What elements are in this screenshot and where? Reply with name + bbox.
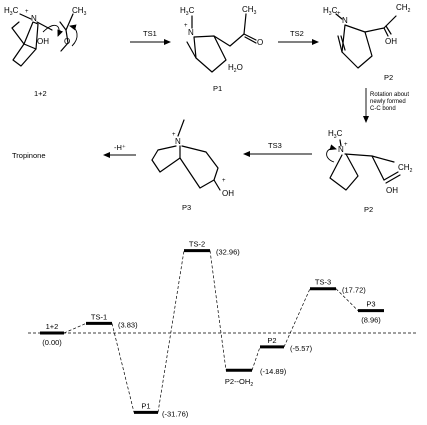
svg-text:CH2: CH2	[398, 163, 413, 174]
reactant-label: 1+2	[34, 89, 47, 98]
svg-text:OH: OH	[37, 37, 49, 46]
connector-2	[111, 323, 135, 413]
svg-text:-H⁺: -H⁺	[114, 143, 126, 152]
svg-text:OH: OH	[386, 186, 398, 195]
svg-text:N: N	[31, 14, 37, 23]
ts1-arrow: TS1	[130, 29, 171, 45]
state-name-p1: P1	[141, 401, 150, 410]
p2-rotated-label: P2	[364, 205, 373, 214]
svg-text:H3C: H3C	[328, 129, 343, 140]
p2-label: P2	[384, 73, 393, 82]
svg-text:+: +	[25, 9, 29, 15]
svg-text:N: N	[342, 16, 348, 25]
svg-text:H3C: H3C	[323, 6, 338, 17]
energy-diagram: 1+2 (0.00) TS-1 (3.83) P1 (-31.76) TS-2 (32.96)…	[28, 240, 418, 418]
svg-text:TS3: TS3	[268, 141, 282, 150]
connector-3	[157, 250, 185, 413]
state-name-1-2: 1+2	[46, 322, 59, 331]
state-name-ts-3: TS-3	[315, 278, 331, 287]
state-name-p2-oh: P2--OH2	[225, 377, 253, 388]
p3-label: P3	[182, 203, 191, 212]
state-energy-p2: (-5.57)	[290, 344, 313, 353]
svg-text:+: +	[184, 23, 188, 29]
state-name-p3: P3	[366, 300, 375, 309]
svg-text:H3C: H3C	[4, 6, 19, 17]
ts3-arrow: TS3	[243, 141, 312, 157]
deprotonation-arrow: -H⁺ Tropinone	[12, 143, 136, 160]
svg-text:OH: OH	[222, 189, 234, 198]
svg-text:+: +	[337, 11, 341, 17]
svg-text:+: +	[172, 132, 176, 138]
connector-1	[63, 323, 87, 334]
svg-text:CH2: CH2	[396, 3, 411, 14]
svg-text:+: +	[222, 178, 226, 184]
p2-structure: H3C N + CH2 OH P2	[323, 3, 411, 82]
state-energy-1-2: (0.00)	[42, 338, 62, 347]
state-name-ts-1: TS-1	[91, 312, 107, 321]
connector-7	[335, 288, 359, 311]
p1-structure: H3C N + CH3 O H2O P1	[180, 5, 263, 93]
svg-text:CH3: CH3	[72, 6, 87, 17]
svg-text:O: O	[64, 37, 70, 46]
svg-text:H2O: H2O	[228, 63, 243, 74]
connector-5	[251, 346, 261, 371]
state-name-ts-2: TS-2	[189, 240, 205, 249]
connector-6	[283, 288, 311, 348]
p3-structure: N + + OH P3	[151, 119, 234, 212]
state-energy-p1: (-31.76)	[162, 409, 189, 418]
state-name-p2: P2	[267, 336, 276, 345]
p1-label: P1	[213, 84, 222, 93]
svg-text:Rotation about: Rotation about	[370, 92, 409, 98]
state-energy-ts-2: (32.96)	[216, 248, 240, 257]
svg-text:N: N	[338, 145, 344, 154]
svg-text:OH: OH	[385, 37, 397, 46]
ts2-arrow: TS2	[278, 29, 319, 45]
svg-text:O: O	[257, 38, 263, 47]
state-energy-ts-3: (17.72)	[342, 286, 366, 295]
state-energy-p3: (8.96)	[361, 316, 381, 325]
reactant-structure: H3C N + OH CH3 O 1+2	[4, 6, 87, 98]
p2-rotated-structure: H3C N + CH2 OH P2	[326, 129, 413, 214]
state-energy-ts-1: (3.83)	[118, 320, 138, 329]
svg-text:N: N	[188, 28, 194, 37]
state-energy-p2-oh: (-14.89)	[260, 367, 287, 376]
svg-text:TS2: TS2	[290, 29, 304, 38]
svg-text:+: +	[344, 142, 348, 148]
rotation-arrow: Rotation about newly formed C-C bond	[363, 88, 409, 123]
connector-4	[209, 250, 227, 371]
svg-text:CH3: CH3	[242, 5, 257, 16]
svg-text:newly formed: newly formed	[370, 99, 406, 105]
svg-text:TS1: TS1	[143, 29, 157, 38]
svg-text:H3C: H3C	[180, 6, 195, 17]
svg-text:C-C bond: C-C bond	[370, 106, 396, 112]
tropinone-label: Tropinone	[12, 151, 46, 160]
svg-text:N: N	[175, 137, 181, 146]
